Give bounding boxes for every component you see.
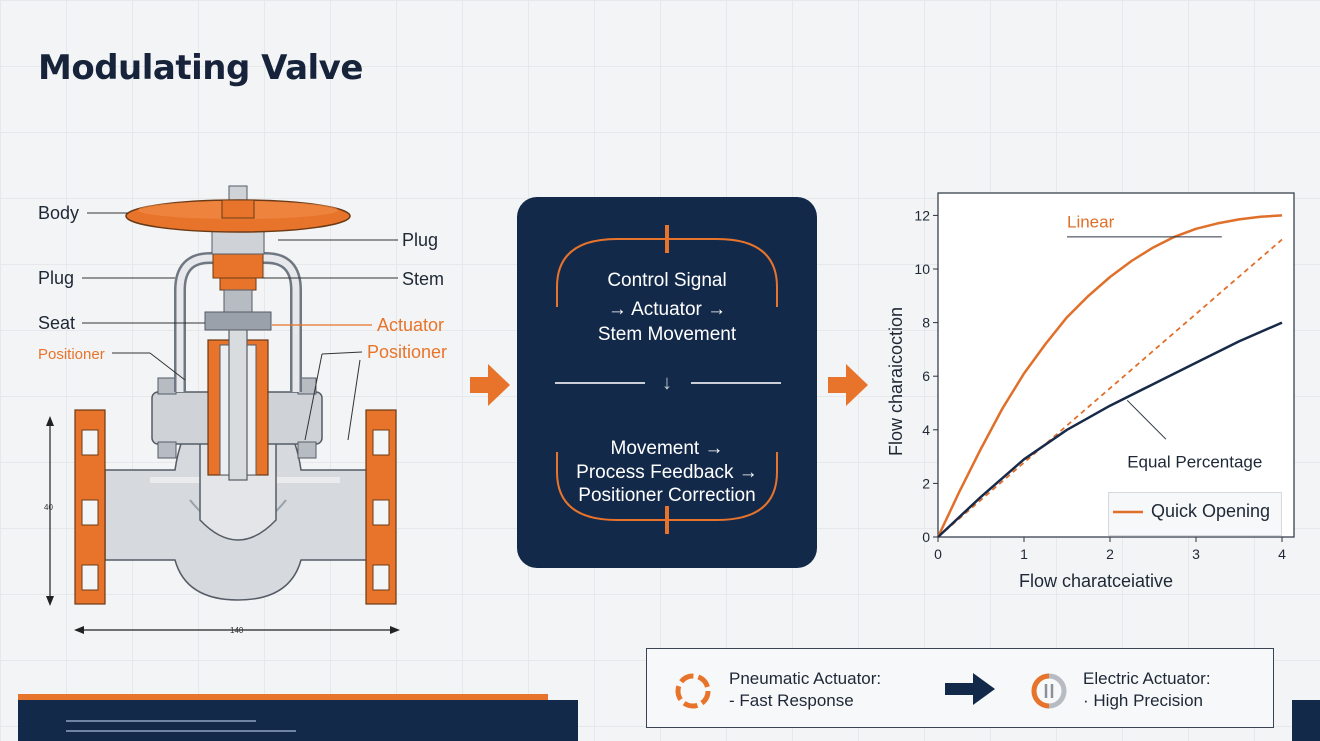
footer-fine-print-line [66,720,256,722]
x-tick-label: 4 [1278,546,1286,562]
pneumatic-detail: - Fast Response [729,691,854,710]
x-tick-label: 3 [1192,546,1200,562]
down-arrow-icon: ↓ [662,372,672,394]
arrow-right-icon [945,673,995,705]
annotation-leader-equal-percentage [1126,399,1167,440]
loop-bottom-line-1: Movement → [610,438,724,459]
x-tick-label: 2 [1106,546,1114,562]
footer-accent-bar [18,694,548,700]
dimension-arrow-icon [46,416,54,426]
x-tick-label: 1 [1020,546,1028,562]
label-seat: Seat [38,313,76,333]
dimension-horizontal-text: 140 [230,626,244,635]
pneumatic-actuator-icon [675,673,711,709]
label-plug-left: Plug [38,268,75,288]
y-tick-label: 12 [914,207,930,223]
valve-illustration [46,185,400,634]
loop-bottom-line-3: Positioner Correction [578,485,756,506]
dimension-vertical-text: 40 [44,503,53,512]
leader-line [321,351,363,355]
label-stem: Stem [402,269,445,289]
y-tick-label: 8 [922,315,930,331]
y-tick-label: 4 [922,422,930,438]
control-loop-arcs [555,225,781,534]
packing-nut [204,311,272,331]
label-actuator: Actuator [377,315,445,335]
actuator-comparison-panel: Pneumatic Actuator: - Fast Response Elec… [646,648,1274,728]
label-body: Body [38,203,80,223]
stem-collar [212,251,264,279]
dimension-arrow-icon [46,596,54,606]
chart-plot-frame [937,192,1295,538]
y-tick-label: 0 [922,529,930,545]
pneumatic-title: Pneumatic Actuator: [729,669,882,688]
series-line-equal-percentage [937,321,1283,538]
label-plug-right: Plug [402,230,439,250]
label-positioner-right: Positioner [367,342,448,362]
chart-legend: Quick Opening [1108,492,1282,536]
arrow-right-icon [470,364,510,406]
annotation-linear: Linear [1067,212,1115,231]
electric-title: Electric Actuator: [1083,669,1211,688]
annotation-equal-percentage: Equal Percentage [1127,452,1262,471]
y-tick-label: 2 [922,475,930,491]
x-tick-label: 0 [934,546,942,562]
y-tick-label: 6 [922,368,930,384]
footer-bar [18,700,578,741]
page-title: Modulating Valve [38,48,363,88]
loop-bottom-line-2: Process Feedback → [576,462,758,483]
series-line-quick-opening [937,238,1283,538]
loop-top-line-2: → Actuator → [607,299,727,320]
footer-corner-bar [1292,700,1320,741]
loop-top-line-1: Control Signal [607,270,727,291]
y-tick-label: 10 [914,261,930,277]
footer-fine-print-line [66,730,296,732]
dimension-arrow-icon [390,626,400,634]
chart-x-axis-label: Flow charatceiative [1019,571,1174,591]
loop-top-line-3: Stem Movement [597,324,737,345]
dimension-arrow-icon [74,626,84,634]
control-loop-panel: Control Signal → Actuator → Stem Movemen… [517,197,817,568]
series-line-linear [936,214,1283,538]
electric-actuator-icon [1031,673,1067,709]
chart-y-axis-label: Flow charaicoction [886,306,906,456]
legend-label-quick-opening: Quick Opening [1151,501,1271,521]
electric-detail: · High Precision [1083,691,1203,710]
label-positioner-left: Positioner [38,346,105,363]
arrow-right-icon [828,364,868,406]
